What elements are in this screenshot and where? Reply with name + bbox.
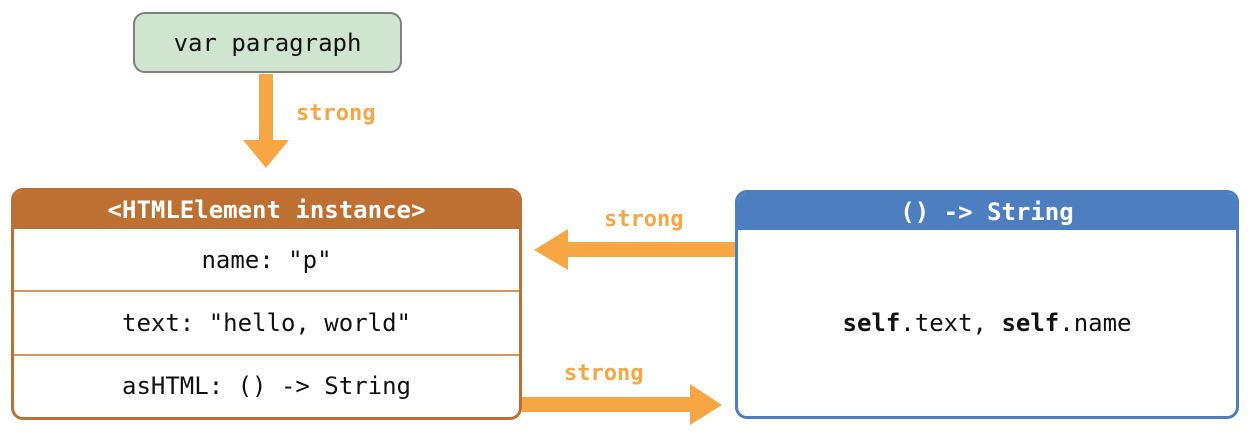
strong-arrow-left-icon (534, 229, 737, 270)
closure-box: () -> String self.text, self.name (735, 190, 1239, 419)
var-paragraph-box: var paragraph (133, 12, 402, 73)
closure-body-name-property: .name (1059, 309, 1132, 337)
strong-arrow-right-icon (522, 384, 722, 425)
instance-property-row-ashtml: asHTML: () -> String (14, 353, 519, 417)
closure-body: self.text, self.name (738, 230, 1236, 416)
strong-label-var-to-instance: strong (296, 101, 376, 126)
var-paragraph-label: var paragraph (173, 28, 362, 57)
strong-label-instance-to-closure: strong (564, 361, 644, 386)
instance-property-row-text: text: "hello, world" (14, 290, 519, 353)
strong-arrow-down-icon (243, 74, 289, 168)
closure-body-self-1: self (842, 309, 901, 337)
strong-label-closure-to-instance: strong (604, 207, 684, 232)
closure-body-self-2: self (1001, 309, 1060, 337)
instance-property-row-name: name: "p" (201, 245, 332, 274)
closure-body-text-property: .text, (900, 309, 1002, 337)
closure-title: () -> String (900, 197, 1074, 226)
htmlelement-instance-box: <HTMLElement instance> name: "p" text: "… (11, 188, 522, 420)
closure-header: () -> String (738, 193, 1236, 230)
htmlelement-instance-title: <HTMLElement instance> (107, 196, 426, 224)
htmlelement-instance-header: <HTMLElement instance> (14, 191, 519, 229)
